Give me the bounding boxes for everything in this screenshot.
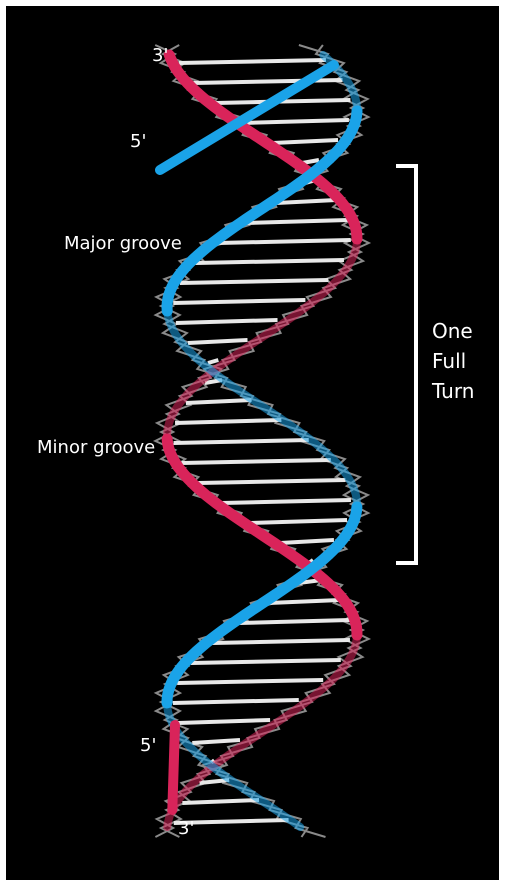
one-full-turn-label: One Full Turn [432,316,474,406]
major-groove-label: Major groove [64,235,182,253]
base-pair [186,400,252,403]
one-full-turn-bracket [396,166,416,563]
base-pair [182,460,331,463]
turn-label-line-2: Full [432,346,474,376]
base-pair [179,60,326,63]
base-pair [193,80,342,83]
three-prime-top-label: 3' [152,47,168,65]
base-pair [273,140,338,143]
five-prime-top-label: 5' [130,133,146,151]
base-pair [188,340,248,343]
turn-label-line-3: Turn [432,376,474,406]
base-pair [173,700,299,703]
base-pair [208,360,218,363]
three-prime-bottom-label: 3' [178,820,194,838]
base-pair [276,200,336,203]
strand-red-bottom-tail [172,725,175,810]
base-pair [175,420,281,423]
base-pair [198,480,345,483]
base-pair [212,640,350,643]
base-pair [176,320,278,323]
minor-groove-label: Minor groove [37,439,155,457]
base-pair [191,660,341,663]
base-pair [243,120,349,123]
base-pair [178,720,270,723]
five-prime-bottom-label: 5' [140,737,156,755]
base-pair [180,280,328,283]
base-pair [218,240,350,243]
turn-label-line-1: One [432,316,474,346]
strand-front-segments [160,55,357,810]
base-pair [280,540,334,543]
base-pair [173,300,305,303]
base-pair [246,220,348,223]
base-pair [174,440,309,443]
base-pair [269,600,340,603]
base-pair [222,500,351,503]
base-pair [196,260,344,263]
base-pair [239,620,350,623]
base-pair [182,800,259,803]
base-pair [177,680,323,683]
base-pair [192,740,240,743]
base-pair [250,520,347,523]
